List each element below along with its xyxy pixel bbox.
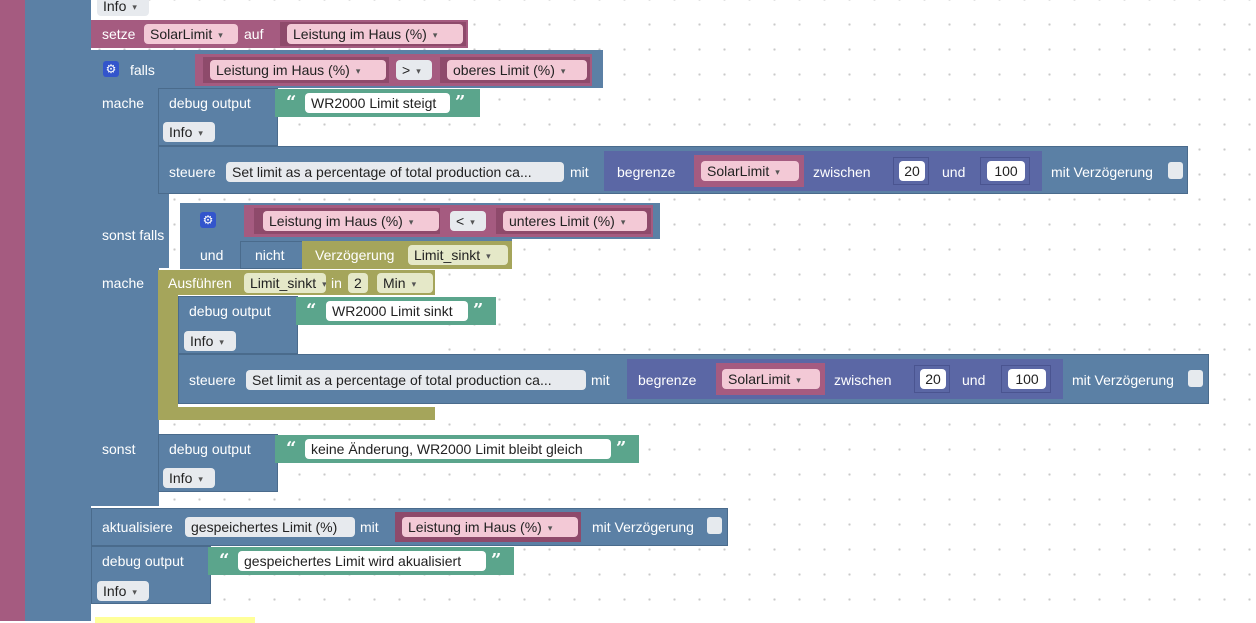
timeout-label: Ausführen [168, 275, 232, 291]
do-label-2: mache [102, 275, 145, 291]
control-target-field-1[interactable]: Set limit as a percentage of total produ… [226, 162, 564, 182]
debug-text-field-3[interactable]: keine Änderung, WR2000 Limit bleibt glei… [305, 439, 611, 459]
max-number-field-1[interactable]: 100 [987, 161, 1025, 181]
constrain-var-dropdown-1[interactable]: SolarLimit [701, 161, 799, 181]
and-label: und [200, 247, 224, 263]
compare-operator-dropdown-1[interactable]: > [396, 60, 432, 80]
debug-label-4: debug output [102, 553, 184, 569]
delay-check-dropdown[interactable]: Limit_sinkt [408, 245, 508, 265]
debug-text-field-4[interactable]: gespeichertes Limit wird akualisiert [238, 551, 486, 571]
yellow-block-stub [95, 617, 255, 623]
debug-text-field-1[interactable]: WR2000 Limit steigt [305, 93, 450, 113]
top-info-dropdown[interactable]: Info [97, 0, 149, 16]
control-target-field-2[interactable]: Set limit as a percentage of total produ… [246, 370, 586, 390]
debug-level-dropdown-4[interactable]: Info [97, 581, 149, 601]
delay-checkbox-1[interactable] [1168, 162, 1183, 179]
compare-right-dropdown-1[interactable]: oberes Limit (%) [447, 60, 587, 80]
gear-icon[interactable]: ⚙ [200, 212, 216, 228]
open-quote-icon: “ [306, 300, 317, 321]
compare-right-dropdown-2[interactable]: unteres Limit (%) [503, 211, 647, 231]
control-mit-1: mit [570, 164, 589, 180]
timeout-name-field[interactable]: Limit_sinkt [244, 273, 326, 293]
constrain-label-1: begrenze [617, 164, 676, 180]
if-label: falls [130, 62, 155, 78]
if-block-spine [91, 88, 159, 506]
elseif-label: sonst falls [102, 227, 165, 243]
control-label-1: steuere [169, 164, 216, 180]
constrain-between-2: zwischen [834, 372, 892, 388]
open-quote-icon: “ [219, 550, 230, 571]
update-mit: mit [360, 519, 379, 535]
update-value-dropdown[interactable]: Leistung im Haus (%) [402, 517, 578, 537]
update-delay-label: mit Verzögerung [592, 519, 694, 535]
close-quote-icon: ” [616, 438, 627, 459]
compare-left-dropdown-2[interactable]: Leistung im Haus (%) [263, 211, 439, 231]
close-quote-icon: ” [491, 550, 502, 571]
compare-operator-dropdown-2[interactable]: < [450, 211, 486, 231]
debug-level-dropdown-2[interactable]: Info [184, 331, 236, 351]
else-label: sonst [102, 441, 136, 457]
update-label: aktualisiere [102, 519, 173, 535]
set-keyword-auf: auf [244, 26, 264, 42]
set-value-dropdown[interactable]: Leistung im Haus (%) [287, 24, 463, 44]
max-number-field-2[interactable]: 100 [1008, 369, 1046, 389]
delay-checkbox-2[interactable] [1188, 370, 1203, 387]
close-quote-icon: ” [455, 92, 466, 113]
debug-label-1: debug output [169, 95, 251, 111]
constrain-block-1[interactable] [604, 151, 1042, 191]
constrain-var-dropdown-2[interactable]: SolarLimit [722, 369, 820, 389]
min-number-field-1[interactable]: 20 [899, 161, 925, 181]
constrain-and-1: und [942, 164, 966, 180]
close-quote-icon: ” [473, 300, 484, 321]
set-variable-dropdown[interactable]: SolarLimit [144, 24, 238, 44]
timeout-unit-dropdown[interactable]: Min [377, 273, 433, 293]
timeout-in-label: in [331, 275, 342, 291]
gear-icon[interactable]: ⚙ [103, 61, 119, 77]
do-label-1: mache [102, 95, 145, 111]
not-label: nicht [255, 247, 285, 263]
outer-loop-block-rail [25, 0, 91, 621]
control-delay-label-2: mit Verzögerung [1072, 372, 1174, 388]
update-delay-checkbox[interactable] [707, 517, 722, 534]
update-target-field[interactable]: gespeichertes Limit (%) [185, 517, 355, 537]
constrain-and-2: und [962, 372, 986, 388]
min-number-field-2[interactable]: 20 [920, 369, 946, 389]
control-delay-label-1: mit Verzögerung [1051, 164, 1153, 180]
debug-label-3: debug output [169, 441, 251, 457]
debug-level-dropdown-1[interactable]: Info [163, 122, 215, 142]
open-quote-icon: “ [286, 438, 297, 459]
control-mit-2: mit [591, 372, 610, 388]
compare-left-dropdown-1[interactable]: Leistung im Haus (%) [210, 60, 386, 80]
set-keyword: setze [102, 26, 136, 42]
control-label-2: steuere [189, 372, 236, 388]
constrain-between-1: zwischen [813, 164, 871, 180]
debug-text-field-2[interactable]: WR2000 Limit sinkt [326, 301, 468, 321]
constrain-block-2[interactable] [627, 359, 1063, 399]
debug-label-2: debug output [189, 303, 271, 319]
open-quote-icon: “ [286, 92, 297, 113]
delay-check-label: Verzögerung [315, 247, 395, 263]
elseif-row-block[interactable] [159, 194, 169, 268]
constrain-label-2: begrenze [638, 372, 697, 388]
debug-level-dropdown-3[interactable]: Info [163, 468, 215, 488]
outer-event-block-rail [0, 0, 25, 621]
timeout-value-field[interactable]: 2 [348, 273, 368, 293]
